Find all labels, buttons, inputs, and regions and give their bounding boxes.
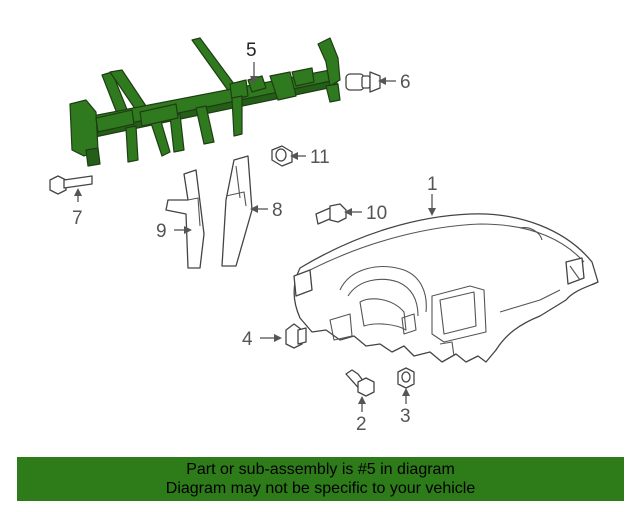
callout-4: 4	[242, 329, 253, 350]
callout-6: 6	[400, 72, 411, 93]
callout-7: 7	[72, 208, 83, 229]
callout-1: 1	[427, 174, 438, 195]
info-banner: Part or sub-assembly is #5 in diagram Di…	[17, 457, 624, 501]
parts-diagram: 5 6 11 7 8 9 10 1 4 2 3	[49, 37, 599, 435]
part-1-instrument-panel[interactable]	[293, 213, 599, 363]
part-10-bolt[interactable]	[315, 203, 347, 225]
callout-9: 9	[156, 221, 167, 242]
part-6-clip[interactable]	[345, 71, 381, 93]
part-2-bolt[interactable]	[345, 369, 375, 397]
part-8-bracket[interactable]	[221, 155, 253, 267]
callout-labels: 5 6 11 7 8 9 10 1 4 2 3	[72, 40, 438, 435]
part-5-cross-car-beam[interactable]	[69, 37, 341, 167]
callout-2: 2	[356, 414, 367, 435]
part-7-bolt[interactable]	[49, 175, 93, 195]
banner-line-disclaimer: Diagram may not be specific to your vehi…	[165, 480, 476, 497]
callout-11: 11	[310, 147, 330, 168]
part-11-nut[interactable]	[271, 145, 293, 167]
part-4-clip[interactable]	[285, 323, 307, 349]
callout-8: 8	[272, 200, 283, 221]
callout-3: 3	[400, 406, 411, 427]
banner-line-part-number: Part or sub-assembly is #5 in diagram	[186, 461, 455, 478]
callout-10: 10	[366, 203, 387, 224]
leader-lines	[74, 62, 436, 412]
part-9-bracket[interactable]	[165, 169, 205, 269]
part-3-nut[interactable]	[397, 367, 415, 389]
callout-5: 5	[246, 40, 257, 61]
